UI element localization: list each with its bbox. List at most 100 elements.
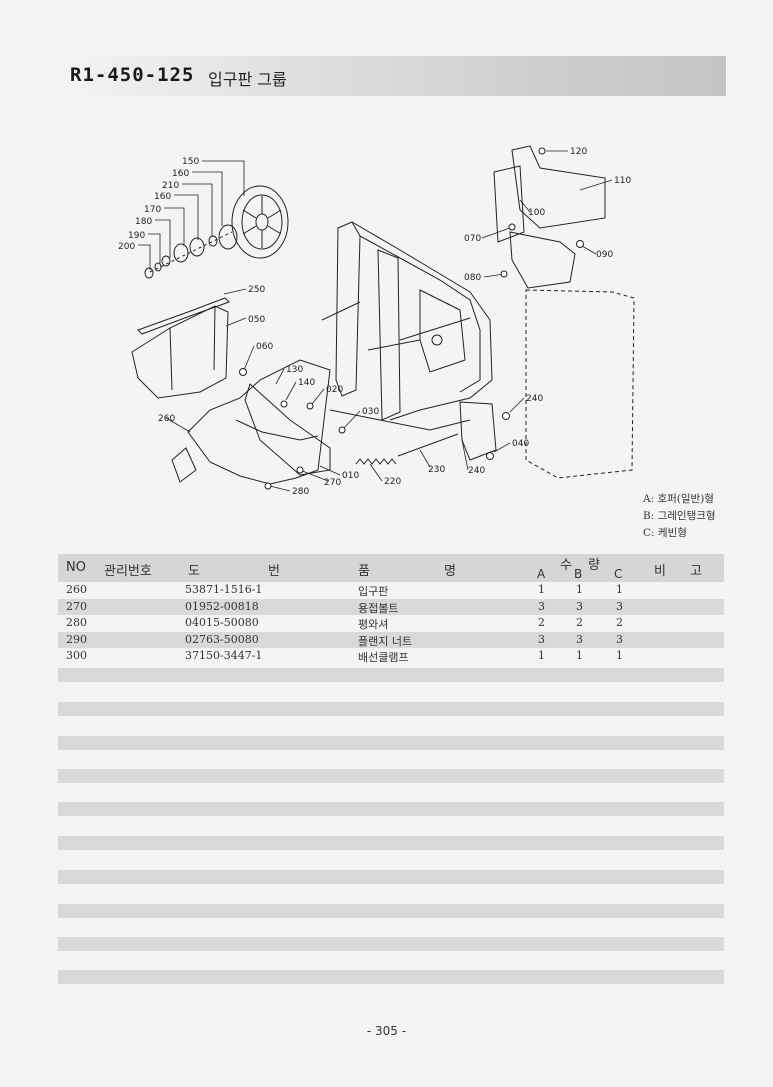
cell-part-name: 평와셔	[358, 618, 389, 631]
callout-label: 190	[128, 231, 145, 241]
cell-qty-c: 1	[616, 583, 623, 596]
callout-label: 030	[362, 407, 379, 417]
callout-label: 240	[526, 394, 543, 404]
cell-qty-a: 3	[538, 599, 545, 613]
pulley-wheel	[231, 185, 289, 259]
cell-no: 260	[66, 583, 87, 596]
cell-qty-a: 1	[538, 649, 545, 662]
col-qty-2: 량	[588, 558, 600, 573]
col-qty-b: B	[574, 567, 583, 581]
cell-drawing-no: 01952-00818	[185, 599, 259, 613]
callout-label: 220	[384, 477, 401, 487]
cell-qty-c: 3	[616, 632, 623, 646]
callout-label: 070	[464, 234, 481, 244]
cell-qty-c: 2	[616, 616, 623, 629]
page-number: - 305 -	[366, 1024, 407, 1038]
table-filler-row	[58, 904, 724, 918]
leader-lines	[138, 150, 613, 492]
callout-label: 140	[298, 378, 315, 388]
cell-qty-c: 3	[616, 599, 623, 613]
table-row: 290 02763-50080 플랜지 너트 3 3 3	[58, 631, 724, 648]
cell-drawing-no: 02763-50080	[185, 632, 259, 646]
callout-label: 240	[468, 466, 485, 476]
cell-qty-b: 3	[576, 599, 583, 613]
callout-label: 160	[172, 169, 189, 179]
col-drawing-1: 도	[188, 564, 200, 579]
table-row: 300 37150-3447-1 배선클램프 1 1 1	[58, 648, 724, 665]
callout-label: 250	[248, 285, 265, 295]
cell-drawing-no: 53871-1516-1	[185, 583, 263, 596]
col-name-1: 품	[358, 564, 370, 579]
callout-label: 270	[324, 478, 341, 488]
cell-drawing-no: 04015-50080	[185, 616, 259, 629]
main-frame	[321, 221, 493, 431]
callout-label: 100	[528, 208, 545, 218]
inlet-plate	[187, 359, 331, 485]
cell-qty-b: 3	[576, 632, 583, 646]
callout-label: 040	[512, 439, 529, 449]
col-name-2: 명	[444, 564, 456, 579]
cell-no: 290	[66, 632, 87, 646]
cell-qty-b: 2	[576, 616, 583, 629]
group-title: 입구판 그룹	[208, 70, 287, 89]
cell-part-name: 입구판	[358, 585, 389, 598]
table-header: NO 관리번호 도 번 품 명 수 량 A B C 비 고	[58, 554, 724, 582]
col-remark-2: 고	[690, 564, 702, 579]
callout-label: 080	[464, 273, 481, 283]
cell-qty-a: 1	[538, 583, 545, 596]
table-filler-row	[58, 668, 724, 682]
bearing-set	[144, 224, 238, 279]
variant-legend: A: 호퍼(일반)형 B: 그레인탱크형 C: 케빈형	[643, 491, 716, 542]
table-row: 270 01952-00818 용접볼트 3 3 3	[58, 598, 724, 615]
callout-label: 160	[154, 192, 171, 202]
cell-part-name: 배선클램프	[358, 651, 409, 664]
table-row: 260 53871-1516-1 입구판 1 1 1	[58, 582, 724, 599]
table-row: 280 04015-50080 평와셔 2 2 2	[58, 615, 724, 632]
table-filler-row	[58, 769, 724, 783]
callout-label: 110	[614, 176, 631, 186]
table-filler-row	[58, 870, 724, 884]
callout-labels: 150 160 210 160 170 180 190 200 250 050 …	[118, 147, 631, 497]
table-filler-row	[58, 802, 724, 816]
cell-no: 300	[66, 649, 87, 662]
table-filler-row	[58, 702, 724, 716]
callout-label: 200	[118, 242, 135, 252]
callout-label: 180	[135, 217, 152, 227]
legend-item: A: 호퍼(일반)형	[643, 493, 714, 505]
cell-no: 280	[66, 616, 87, 629]
callout-label: 020	[326, 385, 343, 395]
callout-label: 120	[570, 147, 587, 157]
spring	[355, 458, 397, 465]
legend-item: C: 케빈형	[643, 527, 687, 539]
side-panel	[525, 289, 635, 479]
cell-qty-c: 1	[616, 649, 623, 662]
callout-label: 010	[342, 471, 359, 481]
upper-bracket	[511, 145, 606, 229]
callout-label: 260	[158, 414, 175, 424]
callout-label: 210	[162, 181, 179, 191]
cell-part-name: 플랜지 너트	[358, 634, 413, 648]
callout-label: 150	[182, 157, 199, 167]
cell-qty-b: 1	[576, 649, 583, 662]
callout-label: 050	[248, 315, 265, 325]
cell-drawing-no: 37150-3447-1	[185, 649, 263, 662]
callout-label: 060	[256, 342, 273, 352]
callout-label: 130	[286, 365, 303, 375]
parts-table: NO 관리번호 도 번 품 명 수 량 A B C 비 고 260 53871-…	[58, 554, 724, 665]
col-drawing-2: 번	[268, 564, 280, 579]
col-mgmt-no: 관리번호	[104, 564, 152, 579]
callout-label: 280	[292, 487, 309, 497]
callout-label: 170	[144, 205, 161, 215]
cell-part-name: 용접볼트	[358, 601, 399, 615]
legend-item: B: 그레인탱크형	[643, 510, 716, 522]
hopper-cover	[131, 305, 229, 399]
col-qty-a: A	[537, 567, 546, 581]
callout-label: 090	[596, 250, 613, 260]
support-bar	[137, 297, 230, 335]
title-bar: R1-450-125 입구판 그룹	[58, 56, 726, 96]
table-filler-row	[58, 970, 724, 984]
table-filler-row	[58, 736, 724, 750]
col-qty-c: C	[614, 567, 623, 581]
table-filler-row	[58, 937, 724, 951]
